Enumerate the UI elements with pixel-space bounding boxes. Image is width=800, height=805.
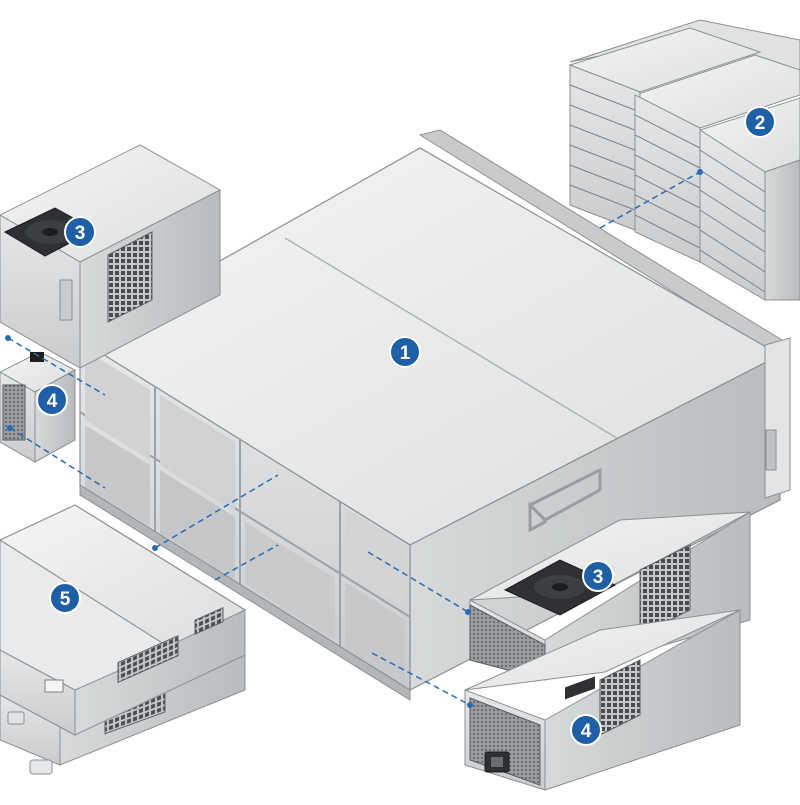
callout-1: 1 — [389, 336, 421, 368]
callout-4-right-label: 4 — [581, 721, 592, 742]
network-ports — [117, 606, 224, 684]
psu-right — [464, 609, 741, 791]
callout-5-label: 5 — [60, 589, 71, 610]
callout-3-left: 3 — [64, 216, 96, 248]
disk-column-3 — [699, 129, 800, 301]
callout-5: 5 — [49, 582, 81, 614]
fan-module-left — [0, 144, 222, 369]
power-socket-icon — [484, 751, 510, 773]
handle-icon — [527, 467, 602, 533]
leader-dots — [5, 169, 703, 708]
callout-3-right-label: 3 — [593, 567, 604, 588]
controller-module-upper — [0, 504, 247, 736]
callout-2-label: 2 — [755, 113, 766, 134]
leader-line-fan-left — [7, 337, 106, 396]
leader-line-disks — [599, 171, 701, 229]
leader-lines — [7, 171, 701, 706]
leader-line-ctrl-2 — [214, 544, 279, 581]
chassis — [78, 129, 792, 701]
leader-line-ctrl-1 — [154, 474, 279, 549]
callout-4-left: 4 — [36, 384, 68, 416]
controller-module-stack — [0, 504, 247, 775]
callout-2: 2 — [744, 106, 776, 138]
leader-line-psu-right — [371, 652, 471, 706]
callout-4-left-label: 4 — [47, 391, 58, 412]
callout-3-right: 3 — [582, 560, 614, 592]
leader-line-psu-left — [9, 427, 106, 489]
disk-column-2 — [634, 94, 701, 263]
disk-column-1 — [569, 64, 641, 233]
callout-1-label: 1 — [400, 343, 411, 364]
callout-4-right: 4 — [570, 714, 602, 746]
callout-3-left-label: 3 — [75, 223, 86, 244]
